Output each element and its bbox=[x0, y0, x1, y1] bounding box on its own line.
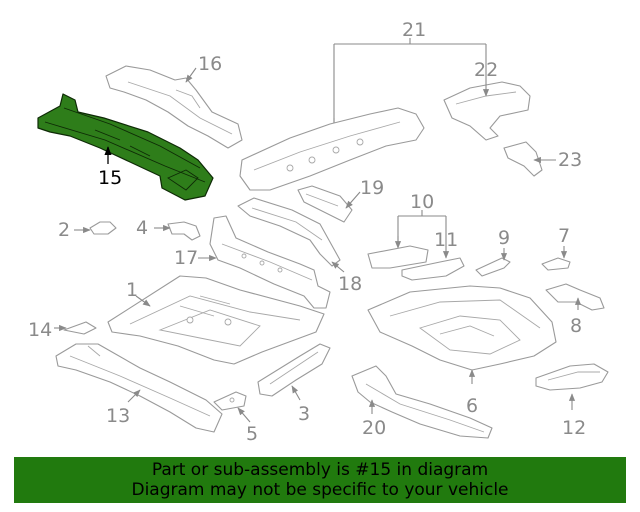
callout-1: 1 bbox=[126, 279, 138, 301]
callout-15: 15 bbox=[98, 167, 122, 189]
part-4-bracket bbox=[167, 221, 201, 241]
info-banner: Part or sub-assembly is #15 in diagram D… bbox=[14, 457, 626, 503]
part-22-bracket bbox=[443, 81, 531, 141]
part-23-bracket bbox=[503, 141, 543, 177]
part-6-rear-floor-pan bbox=[367, 285, 557, 371]
part-14-patch bbox=[63, 321, 97, 335]
part-15-cross-member[interactable] bbox=[37, 93, 214, 201]
part-1-front-floor bbox=[107, 275, 325, 365]
callout-13: 13 bbox=[106, 405, 130, 427]
part-13-rear-member bbox=[55, 343, 223, 433]
callout-2: 2 bbox=[58, 219, 70, 241]
callout-4: 4 bbox=[136, 217, 148, 239]
part-7-bracket bbox=[541, 257, 571, 271]
banner-line-2: Diagram may not be specific to your vehi… bbox=[131, 480, 509, 500]
part-12-panel bbox=[535, 363, 609, 391]
callout-7: 7 bbox=[558, 225, 570, 247]
banner-line-1: Part or sub-assembly is #15 in diagram bbox=[151, 460, 489, 480]
part-8-bracket bbox=[545, 283, 605, 311]
parts-diagram: 15 16 21 22 23 19 18 bbox=[28, 19, 609, 445]
part-2-plug bbox=[89, 221, 117, 235]
callout-12: 12 bbox=[562, 417, 586, 439]
callout-20: 20 bbox=[362, 417, 386, 439]
callout-3: 3 bbox=[298, 403, 310, 425]
callout-17: 17 bbox=[174, 247, 198, 269]
callout-6: 6 bbox=[466, 395, 478, 417]
callout-23: 23 bbox=[558, 149, 582, 171]
part-11-panel bbox=[401, 257, 465, 281]
callout-9: 9 bbox=[498, 227, 510, 249]
callout-10: 10 bbox=[410, 191, 434, 213]
part-5-bracket bbox=[213, 391, 247, 411]
callout-5: 5 bbox=[246, 423, 258, 445]
part-17-cross-member bbox=[209, 215, 331, 309]
part-3-bracket bbox=[257, 343, 331, 397]
part-19-reinforcement bbox=[297, 185, 353, 223]
part-9-bracket bbox=[475, 257, 511, 277]
callout-16: 16 bbox=[198, 53, 222, 75]
callout-21: 21 bbox=[402, 19, 426, 41]
part-16-rail bbox=[105, 65, 243, 149]
part-21-side-rail bbox=[239, 107, 425, 191]
callout-19: 19 bbox=[360, 177, 384, 199]
callout-22: 22 bbox=[474, 59, 498, 81]
callout-11: 11 bbox=[434, 229, 458, 251]
callout-14: 14 bbox=[28, 319, 52, 341]
callout-8: 8 bbox=[570, 315, 582, 337]
callout-18: 18 bbox=[338, 273, 362, 295]
part-10-panel bbox=[367, 245, 429, 269]
